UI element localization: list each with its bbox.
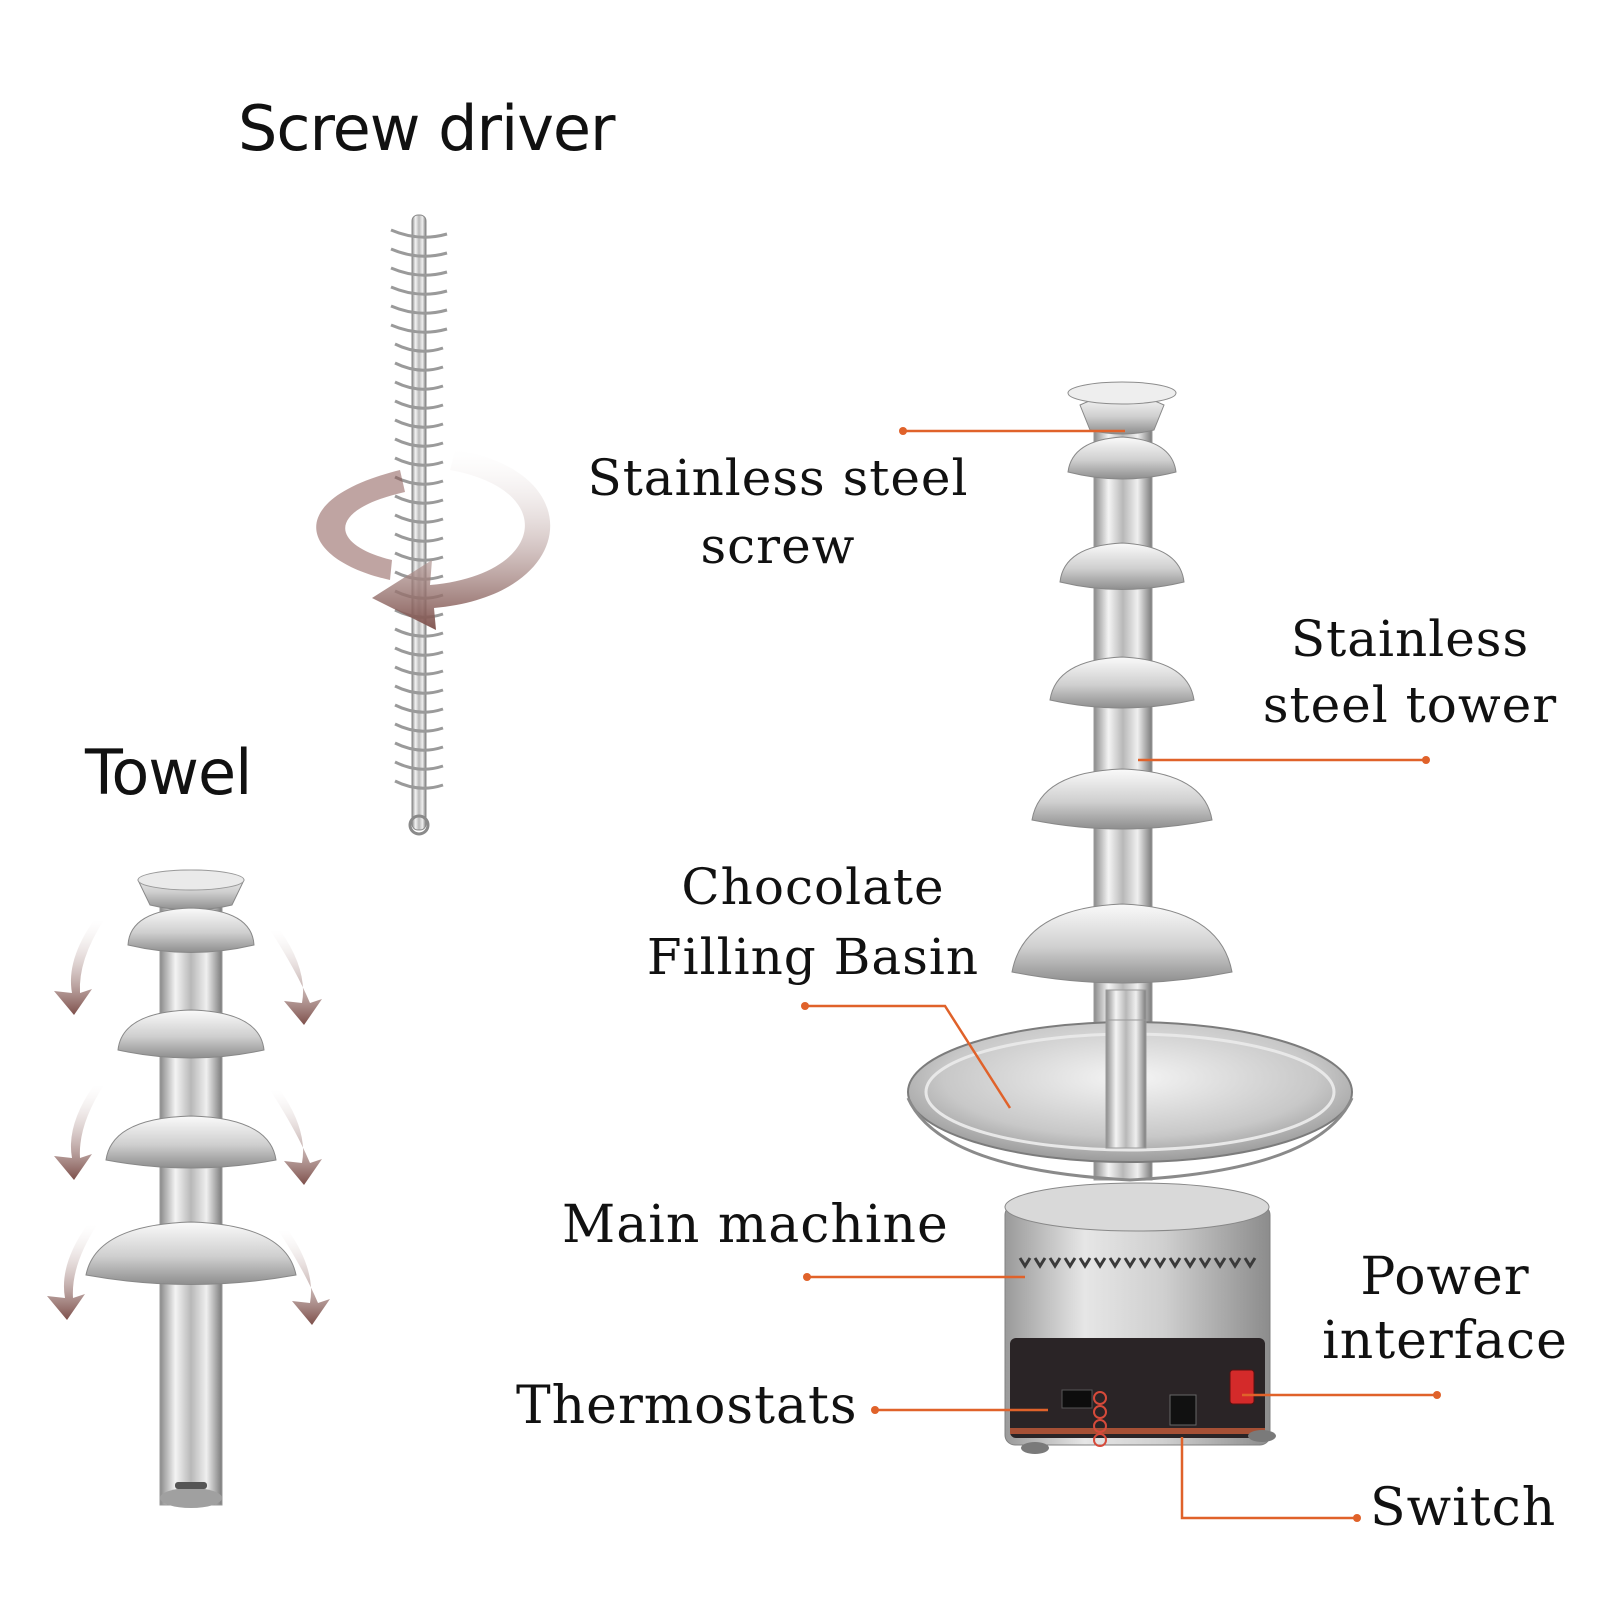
vent-slot <box>1183 1257 1197 1269</box>
screw-flight <box>394 399 444 410</box>
rotation-arrow-icon <box>316 450 551 630</box>
screw-flight <box>394 513 444 524</box>
screw-flight <box>394 532 444 543</box>
down-arrow-icon <box>54 920 104 1015</box>
stainless-steel-tower-label: Stainless steel tower <box>1240 606 1580 738</box>
screw-flight <box>394 380 444 391</box>
screw-flight <box>394 703 444 714</box>
vent-slot <box>1033 1257 1047 1269</box>
screw-flight <box>394 342 444 353</box>
screw-flight <box>394 456 444 467</box>
vent-slot <box>1198 1257 1212 1269</box>
vent-slot <box>1048 1257 1062 1269</box>
flow-arrows <box>47 920 330 1325</box>
screw-flight <box>390 304 448 315</box>
leader-line-switch <box>1180 1437 1357 1520</box>
towel-image <box>85 869 297 1508</box>
down-arrow-icon <box>47 1225 97 1320</box>
leader-dots <box>801 427 1441 1522</box>
down-arrow-icon <box>270 930 322 1025</box>
chocolate-filling-basin-label: Chocolate Filling Basin <box>628 852 998 992</box>
screw-flight <box>394 418 444 429</box>
stainless-screw-line2: screw <box>700 517 856 575</box>
screw-flight <box>394 760 444 771</box>
vent-row <box>1018 1257 1257 1269</box>
power-interface-label: Power interface <box>1300 1245 1590 1373</box>
towel-label: Towel <box>85 736 252 809</box>
down-arrow-icon <box>278 1230 330 1325</box>
screw-flight <box>394 741 444 752</box>
screw-driver-image <box>390 214 448 836</box>
screw-flight <box>394 722 444 733</box>
power-line1: Power <box>1360 1247 1530 1307</box>
screw-flight <box>394 361 444 372</box>
vent-slot <box>1063 1257 1077 1269</box>
vent-slot <box>1243 1257 1257 1269</box>
vent-slot <box>1108 1257 1122 1269</box>
vent-slot <box>1018 1257 1032 1269</box>
main-machine-label: Main machine <box>562 1195 949 1255</box>
vent-slot <box>1168 1257 1182 1269</box>
vent-slot <box>1153 1257 1167 1269</box>
screw-driver-label: Screw driver <box>238 92 616 165</box>
leader-line-basin <box>805 1004 1012 1109</box>
thermostat-buttons <box>1093 1391 1107 1447</box>
power-line2: interface <box>1322 1311 1568 1371</box>
stainless-steel-screw-label: Stainless steel screw <box>578 444 978 580</box>
vent-slot <box>1123 1257 1137 1269</box>
vent-slot <box>1078 1257 1092 1269</box>
vent-slot <box>1228 1257 1242 1269</box>
down-arrow-icon <box>54 1085 104 1180</box>
screw-flight <box>390 285 448 296</box>
vent-slot <box>1093 1257 1107 1269</box>
fountain-image <box>906 381 1354 1454</box>
stainless-screw-line1: Stainless steel <box>587 449 969 507</box>
switch-label: Switch <box>1370 1478 1557 1538</box>
stainless-tower-line2: steel tower <box>1262 676 1558 734</box>
leader-lines <box>805 429 1437 1520</box>
chocolate-line1: Chocolate <box>681 858 945 916</box>
down-arrow-icon <box>270 1090 322 1185</box>
thermostats-label: Thermostats <box>516 1376 858 1436</box>
screw-flight <box>390 228 448 239</box>
screw-flight <box>394 494 444 505</box>
screw-flight <box>394 684 444 695</box>
screw-flight <box>394 551 444 562</box>
stainless-tower-line1: Stainless <box>1290 610 1530 668</box>
vent-slot <box>1138 1257 1152 1269</box>
screw-flight <box>394 779 444 790</box>
chocolate-line2: Filling Basin <box>646 928 980 986</box>
screw-flight <box>394 646 444 657</box>
screw-flight <box>390 247 448 258</box>
screw-flight <box>394 665 444 676</box>
screw-flight <box>390 323 448 334</box>
screw-flight <box>390 266 448 277</box>
screw-flight <box>394 627 444 638</box>
screw-flight <box>394 437 444 448</box>
vent-slot <box>1213 1257 1227 1269</box>
